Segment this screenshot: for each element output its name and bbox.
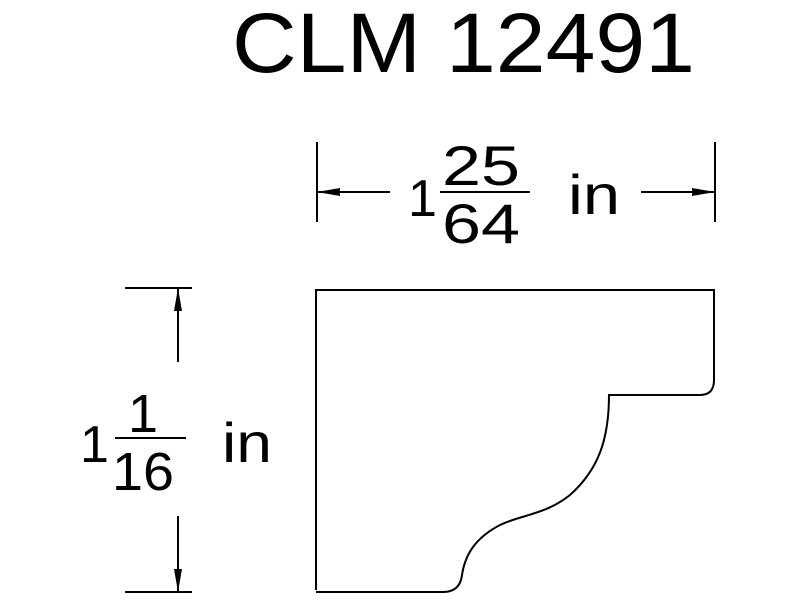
width-whole: 1 — [408, 170, 437, 228]
drawing-title: CLM 12491 — [232, 0, 695, 90]
width-numerator: 25 — [442, 134, 520, 197]
height-numerator: 1 — [128, 384, 158, 444]
arrow-right-icon — [692, 188, 715, 196]
height-unit: in — [222, 411, 272, 474]
arrow-up-icon — [174, 288, 182, 311]
width-unit: in — [568, 163, 620, 226]
width-denominator: 64 — [442, 192, 520, 255]
height-dimension — [115, 287, 192, 593]
height-whole: 1 — [80, 416, 109, 474]
width-dimension — [316, 142, 716, 222]
arrow-down-icon — [174, 569, 182, 592]
height-denominator: 16 — [112, 442, 174, 502]
arrow-left-icon — [317, 188, 340, 196]
molding-profile-outline — [315, 289, 715, 593]
